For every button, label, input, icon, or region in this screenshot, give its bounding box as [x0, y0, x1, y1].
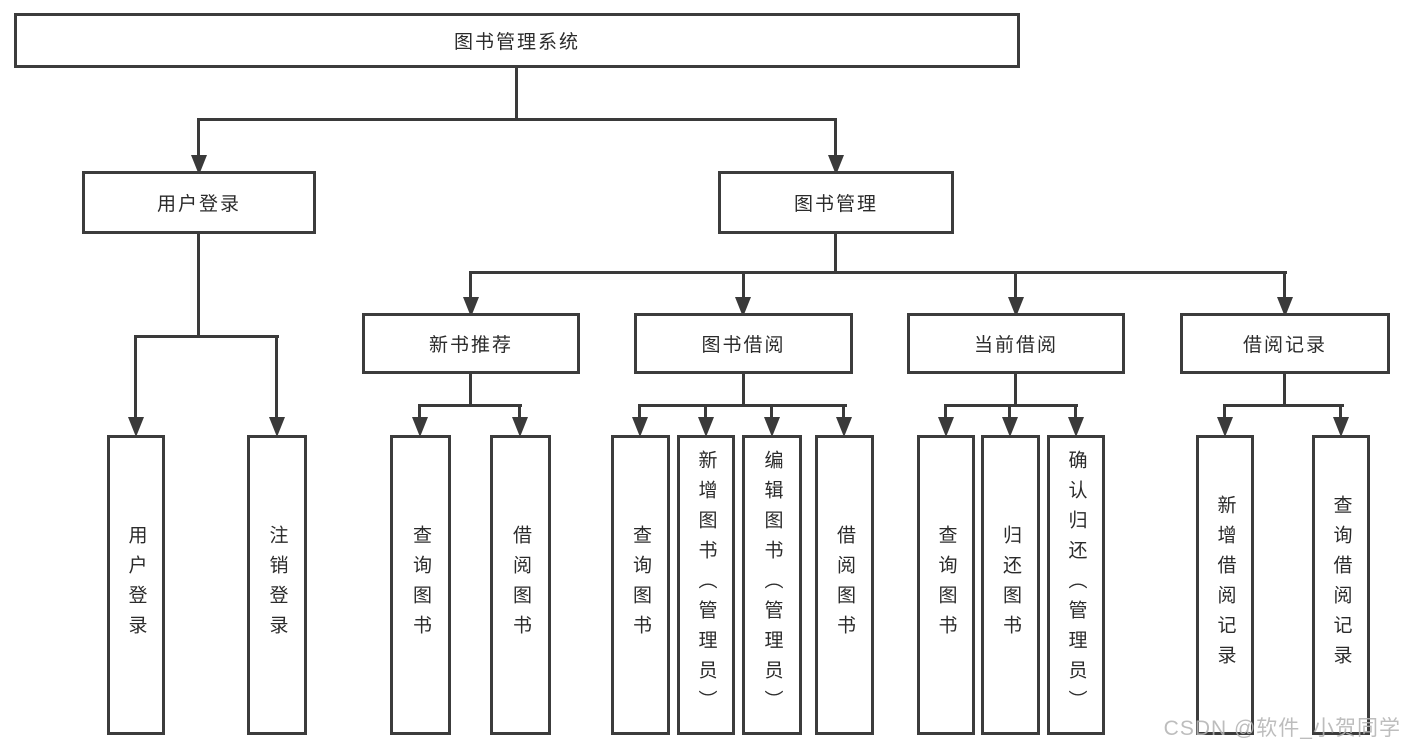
- connector-line: [1283, 271, 1286, 299]
- connector-line: [1014, 271, 1017, 299]
- node-current-borrow: 当前借阅: [907, 313, 1125, 374]
- leaf-current-query-books: 查询图书: [917, 435, 975, 735]
- arrow-down-icon: [1008, 297, 1024, 317]
- leaf-borrow-books-label: 借阅图书: [834, 525, 855, 645]
- leaf-confirm-return-admin-label: 确认归还（管理员）: [1065, 450, 1087, 720]
- arrow-down-icon: [1333, 417, 1349, 437]
- leaf-recommend-query-books-label: 查询图书: [410, 525, 431, 645]
- connector-line: [770, 404, 773, 419]
- connector-line: [197, 118, 837, 121]
- arrow-down-icon: [269, 417, 285, 437]
- leaf-edit-books-admin-label: 编辑图书（管理员）: [761, 450, 783, 720]
- node-new-book-recommend-label: 新书推荐: [428, 335, 513, 356]
- node-book-management: 图书管理: [718, 171, 954, 234]
- leaf-query-borrow-record-label: 查询借阅记录: [1330, 495, 1352, 675]
- connector-line: [197, 234, 200, 338]
- arrow-down-icon: [1002, 417, 1018, 437]
- node-borrow-records-label: 借阅记录: [1242, 335, 1327, 356]
- connector-line: [469, 374, 472, 407]
- arrow-down-icon: [1277, 297, 1293, 317]
- connector-line: [742, 271, 745, 299]
- connector-line: [834, 234, 837, 274]
- arrow-down-icon: [1217, 417, 1233, 437]
- connector-line: [704, 404, 707, 419]
- node-user-login: 用户登录: [82, 171, 316, 234]
- leaf-borrow-query-books: 查询图书: [611, 435, 670, 735]
- connector-line: [638, 404, 847, 407]
- connector-line: [842, 404, 845, 419]
- connector-line: [1223, 404, 1226, 419]
- leaf-edit-books-admin: 编辑图书（管理员）: [742, 435, 802, 735]
- arrow-down-icon: [191, 155, 207, 175]
- leaf-add-books-admin-label: 新增图书（管理员）: [695, 450, 717, 720]
- connector-line: [742, 374, 745, 407]
- arrow-down-icon: [632, 417, 648, 437]
- connector-line: [638, 404, 641, 419]
- connector-line: [515, 68, 518, 121]
- node-book-management-label: 图书管理: [793, 194, 878, 215]
- connector-line: [469, 271, 472, 299]
- leaf-recommend-query-books: 查询图书: [390, 435, 451, 735]
- leaf-add-books-admin: 新增图书（管理员）: [677, 435, 735, 735]
- arrow-down-icon: [128, 417, 144, 437]
- leaf-logout: 注销登录: [247, 435, 307, 735]
- connector-line: [944, 404, 947, 419]
- leaf-recommend-borrow-books-label: 借阅图书: [510, 525, 531, 645]
- node-borrow-records: 借阅记录: [1180, 313, 1390, 374]
- leaf-add-borrow-record-label: 新增借阅记录: [1214, 495, 1236, 675]
- node-user-login-label: 用户登录: [156, 194, 241, 215]
- connector-line: [275, 335, 278, 419]
- leaf-query-borrow-record: 查询借阅记录: [1312, 435, 1370, 735]
- node-book-borrow-label: 图书借阅: [701, 335, 786, 356]
- connector-line: [1008, 404, 1011, 419]
- connector-line: [418, 404, 421, 419]
- arrow-down-icon: [463, 297, 479, 317]
- leaf-borrow-books: 借阅图书: [815, 435, 874, 735]
- arrow-down-icon: [828, 155, 844, 175]
- node-root: 图书管理系统: [14, 13, 1020, 68]
- leaf-recommend-borrow-books: 借阅图书: [490, 435, 551, 735]
- arrow-down-icon: [836, 417, 852, 437]
- arrow-down-icon: [698, 417, 714, 437]
- connector-line: [1339, 404, 1342, 419]
- leaf-confirm-return-admin: 确认归还（管理员）: [1047, 435, 1105, 735]
- arrow-down-icon: [938, 417, 954, 437]
- arrow-down-icon: [1068, 417, 1084, 437]
- arrow-down-icon: [512, 417, 528, 437]
- leaf-return-books-label: 归还图书: [1000, 525, 1021, 645]
- arrow-down-icon: [735, 297, 751, 317]
- connector-line: [469, 271, 1287, 274]
- arrow-down-icon: [412, 417, 428, 437]
- connector-line: [418, 404, 522, 407]
- leaf-return-books: 归还图书: [981, 435, 1040, 735]
- connector-line: [518, 404, 521, 419]
- leaf-logout-label: 注销登录: [266, 525, 288, 645]
- leaf-user-login-label: 用户登录: [125, 525, 147, 645]
- connector-line: [1283, 374, 1286, 407]
- node-root-label: 图书管理系统: [453, 32, 580, 53]
- connector-line: [834, 118, 837, 157]
- node-current-borrow-label: 当前借阅: [973, 335, 1058, 356]
- connector-line: [1074, 404, 1077, 419]
- node-new-book-recommend: 新书推荐: [362, 313, 580, 374]
- connector-line: [1223, 404, 1344, 407]
- connector-line: [134, 335, 137, 419]
- leaf-user-login: 用户登录: [107, 435, 165, 735]
- connector-line: [944, 404, 1078, 407]
- leaf-current-query-books-label: 查询图书: [935, 525, 957, 645]
- arrow-down-icon: [764, 417, 780, 437]
- connector-line: [134, 335, 279, 338]
- leaf-borrow-query-books-label: 查询图书: [630, 525, 651, 645]
- csdn-watermark: CSDN @软件_小贺同学: [1163, 717, 1401, 740]
- connector-line: [197, 118, 200, 157]
- connector-line: [1014, 374, 1017, 407]
- leaf-add-borrow-record: 新增借阅记录: [1196, 435, 1254, 735]
- node-book-borrow: 图书借阅: [634, 313, 853, 374]
